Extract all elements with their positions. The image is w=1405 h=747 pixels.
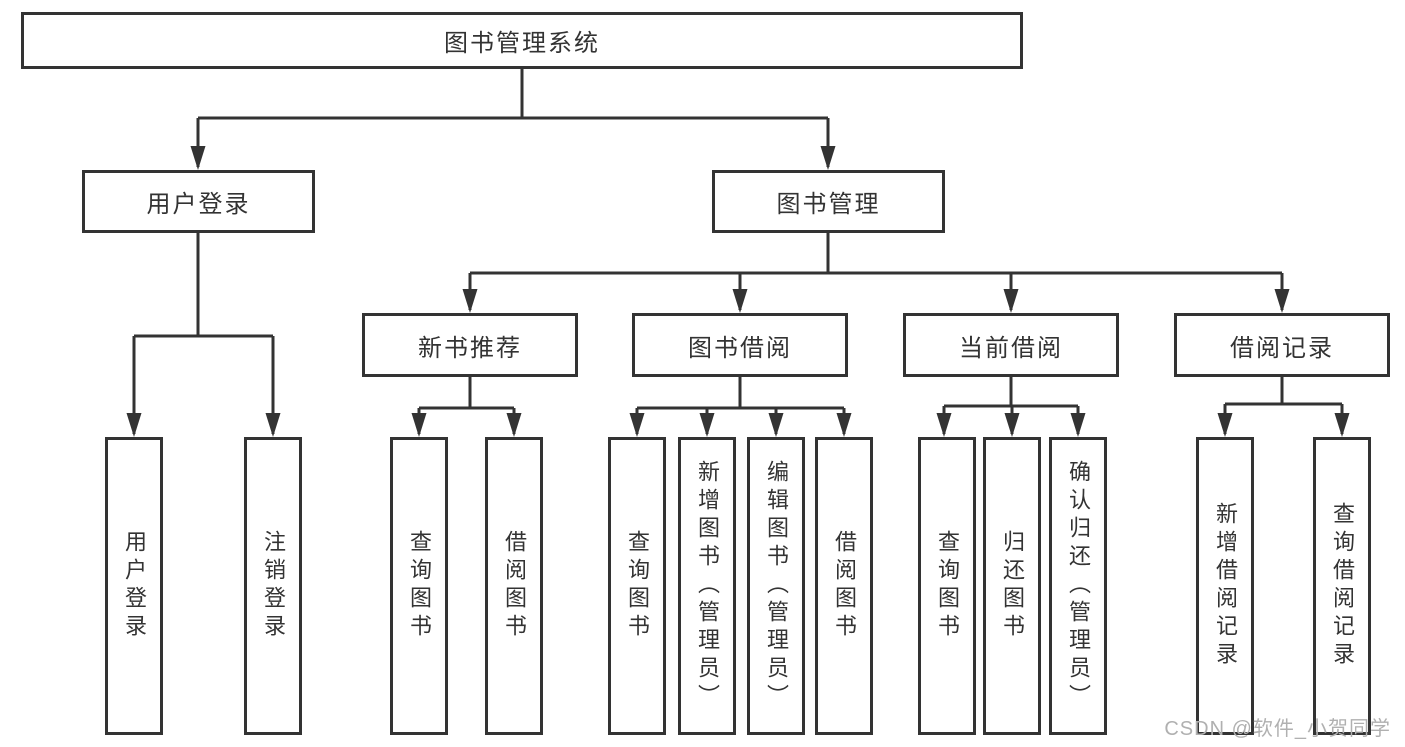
- leaf-borrow-books-2-label: 借阅图书: [832, 530, 857, 642]
- leaf-return-books: 归还图书: [983, 437, 1041, 735]
- leaf-confirm-return-admin-label: 确认归还（管理员）: [1066, 460, 1091, 712]
- book-management-label: 图书管理: [776, 191, 881, 218]
- leaf-add-borrow-record: 新增借阅记录: [1196, 437, 1254, 735]
- book-borrow-box: 图书借阅: [632, 313, 848, 377]
- leaf-logout-login-label: 注销登录: [261, 530, 286, 642]
- leaf-edit-books-admin: 编辑图书（管理员）: [747, 437, 805, 735]
- book-management-box: 图书管理: [712, 170, 945, 233]
- user-login-label: 用户登录: [146, 191, 251, 218]
- borrow-records-box: 借阅记录: [1174, 313, 1390, 377]
- leaf-add-borrow-record-label: 新增借阅记录: [1213, 502, 1238, 670]
- leaf-query-borrow-record: 查询借阅记录: [1313, 437, 1371, 735]
- leaf-confirm-return-admin: 确认归还（管理员）: [1049, 437, 1107, 735]
- current-borrow-box: 当前借阅: [903, 313, 1119, 377]
- new-book-recommend-box: 新书推荐: [362, 313, 578, 377]
- leaf-query-books-3: 查询图书: [918, 437, 976, 735]
- leaf-borrow-books-1: 借阅图书: [485, 437, 543, 735]
- leaf-borrow-books-2: 借阅图书: [815, 437, 873, 735]
- leaf-edit-books-admin-label: 编辑图书（管理员）: [764, 460, 789, 712]
- book-borrow-label: 图书借阅: [688, 334, 792, 362]
- new-book-recommend-label: 新书推荐: [418, 334, 522, 362]
- leaf-query-books-1: 查询图书: [390, 437, 448, 735]
- leaf-query-books-3-label: 查询图书: [935, 530, 960, 642]
- root-box: 图书管理系统: [21, 12, 1023, 69]
- leaf-user-login-label: 用户登录: [122, 530, 147, 642]
- leaf-add-books-admin-label: 新增图书（管理员）: [695, 460, 720, 712]
- current-borrow-label: 当前借阅: [959, 334, 1063, 362]
- leaf-borrow-books-1-label: 借阅图书: [502, 530, 527, 642]
- csdn-watermark: CSDN @软件_小贺同学: [1164, 718, 1391, 740]
- leaf-user-login: 用户登录: [105, 437, 163, 735]
- leaf-return-books-label: 归还图书: [1000, 530, 1025, 642]
- root-label: 图书管理系统: [444, 30, 600, 57]
- leaf-query-borrow-record-label: 查询借阅记录: [1330, 502, 1355, 670]
- leaf-query-books-2-label: 查询图书: [625, 530, 650, 642]
- user-login-box: 用户登录: [82, 170, 315, 233]
- leaf-add-books-admin: 新增图书（管理员）: [678, 437, 736, 735]
- leaf-logout-login: 注销登录: [244, 437, 302, 735]
- leaf-query-books-2: 查询图书: [608, 437, 666, 735]
- leaf-query-books-1-label: 查询图书: [407, 530, 432, 642]
- borrow-records-label: 借阅记录: [1230, 334, 1334, 362]
